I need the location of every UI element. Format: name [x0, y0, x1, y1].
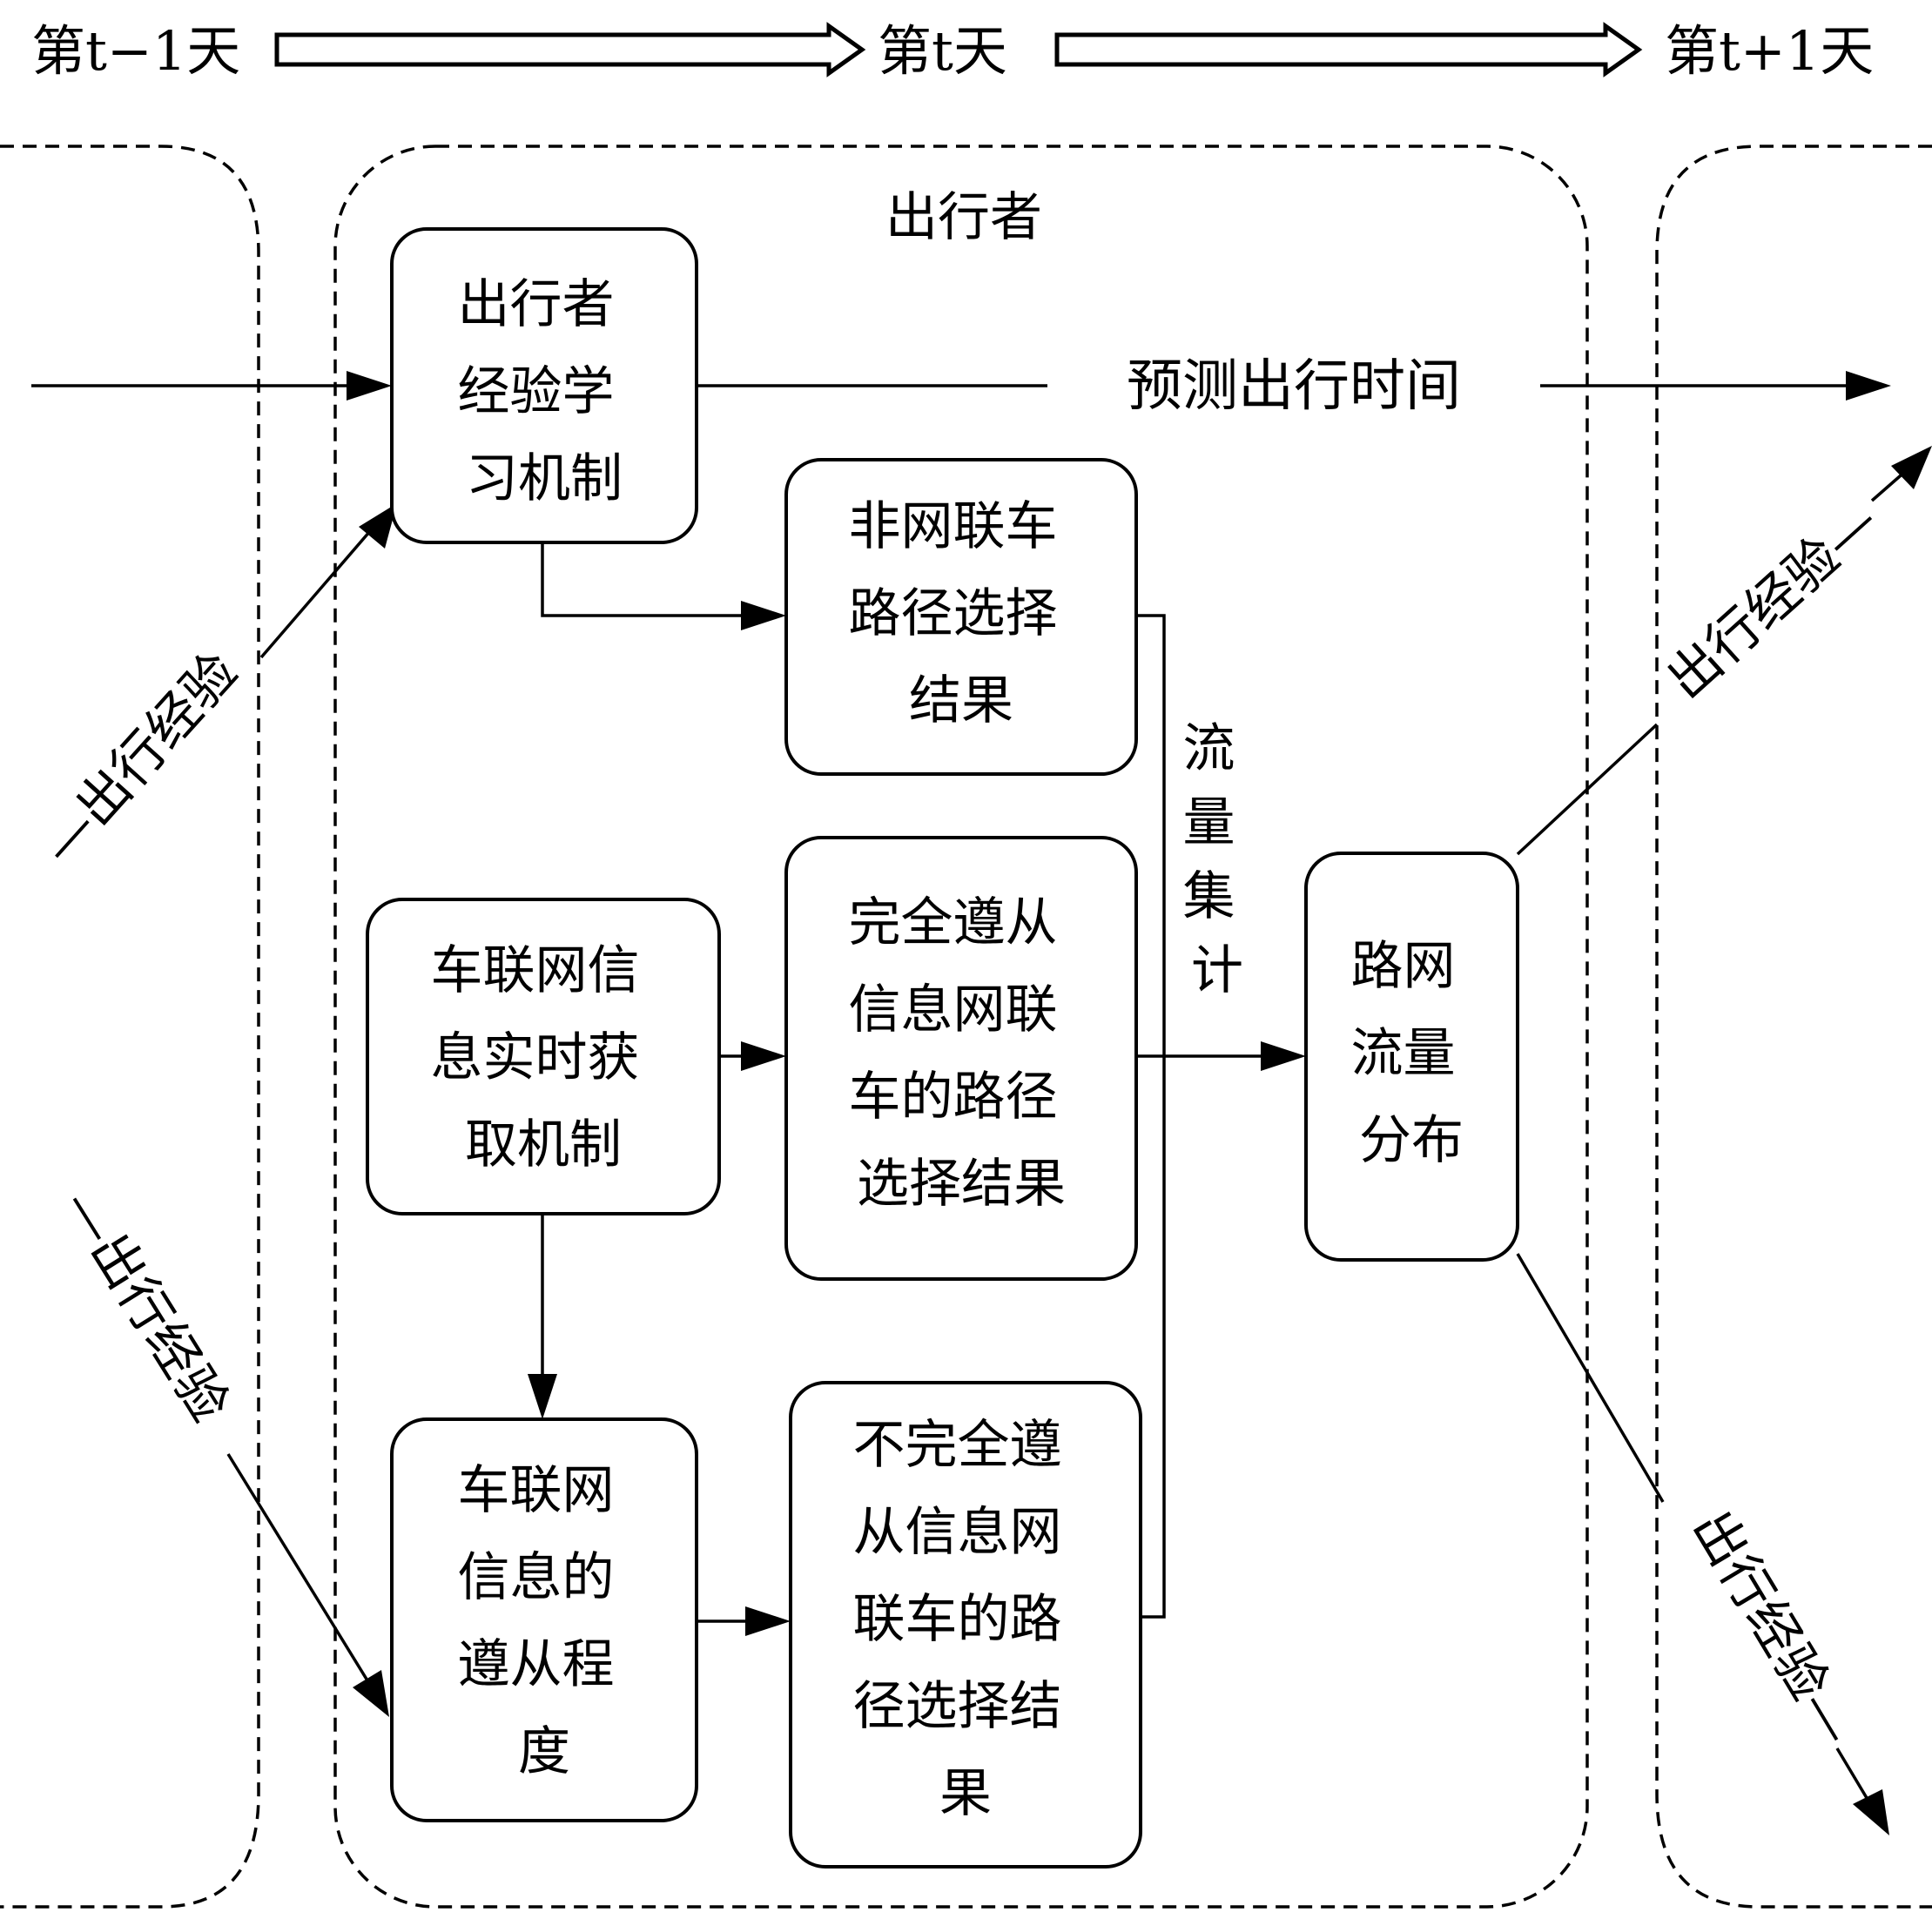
arrowhead [353, 1670, 389, 1717]
box-non-connected-route-choice: 非网联车 路径选择 结果 [784, 458, 1138, 776]
arrowhead [347, 371, 392, 401]
arrowhead [741, 601, 786, 630]
day-prev-label: 第t−1天 [31, 19, 240, 83]
svg-text:非网联车 路径选择 结果: 非网联车 路径选择 结果 [848, 496, 1074, 731]
flow-aggregation-label: 流 量 集 计 [1182, 718, 1251, 1001]
connector-experience-out-bottom [1516, 1253, 1665, 1503]
region-title: 出行者 [885, 187, 1042, 248]
arrowhead [741, 1041, 786, 1071]
box-partial-compliance-route-choice: 不完全遵 从信息网 联车的路 径选择结 果 [789, 1381, 1142, 1868]
arrowhead [1891, 446, 1932, 489]
box-text-line: 从信息网 [852, 1502, 1061, 1563]
connector-collector [1136, 614, 1166, 1619]
box-network-flow-distribution: 路网 流量 分布 [1304, 852, 1519, 1262]
box-text-line: 信息的 [457, 1547, 614, 1608]
box-text-line: 不完全遵 [852, 1415, 1061, 1476]
day-next-label: 第t+1天 [1665, 19, 1874, 83]
connector-learning-to-nonconnected [541, 542, 753, 617]
box-text-line: 车联网信 [430, 940, 639, 1001]
arrowhead [1261, 1041, 1306, 1071]
arrowhead [1853, 1789, 1889, 1835]
box-text-line: 取机制 [465, 1114, 622, 1175]
flow-aggregation-char: 计 [1191, 940, 1243, 1001]
box-text-line: 车联网 [457, 1460, 614, 1521]
box-full-compliance-route-choice: 完全遵从 信息网联 车的路径 选择结果 [784, 836, 1138, 1281]
day-curr-label: 第t天 [878, 19, 1007, 83]
timeline: 第t−1天 第t天 第t+1天 [31, 19, 1874, 83]
box-text-line: 分布 [1359, 1110, 1464, 1171]
predicted-travel-time-label: 预测出行时间 [1127, 354, 1461, 419]
region-next-day [1655, 145, 1932, 1909]
box-text-line: 径选择结 [852, 1676, 1061, 1737]
flow-aggregation-char: 集 [1182, 866, 1235, 927]
box-iov-realtime-acquisition: 车联网信 息实时获 取机制 [366, 898, 721, 1215]
box-text-line: 路径选择 [848, 583, 1057, 644]
connector-experience-out-top [1516, 723, 1659, 856]
box-text-line: 遵从程 [457, 1634, 614, 1695]
box-learning-mechanism: 出行者 经验学 习机制 [390, 227, 698, 544]
svg-text:车联网 信息的 遵从程: 车联网 信息的 遵从程 度 [457, 1460, 630, 1782]
svg-text:路网 流量 分布: 路网 流量 分布 [1350, 936, 1471, 1171]
connector-experience-in-bottom [226, 1453, 372, 1686]
region-prev-day [0, 145, 260, 1909]
box-text-line: 习机制 [466, 448, 623, 509]
timeline-arrow-1 [274, 22, 866, 77]
arrowhead [528, 1374, 557, 1419]
box-text-line: 息实时获 [430, 1027, 639, 1088]
box-text-line: 经验学 [457, 361, 614, 422]
box-text-line: 路网 [1350, 936, 1455, 997]
svg-text:车联网信 息实时获 取机制: 车联网信 息实时获 取机制 [430, 940, 656, 1175]
experience-out-top-label: 出行经验— [1656, 491, 1891, 711]
box-text-line: 选择结果 [857, 1154, 1066, 1215]
svg-text:流 量 集 计: 流 量 集 计 [1182, 718, 1251, 1001]
box-compliance-degree: 车联网 信息的 遵从程 度 [390, 1417, 698, 1822]
experience-in-bottom-label: —出行经验 [50, 1179, 240, 1433]
svg-text:不完全遵 从信息网 联车的路: 不完全遵 从信息网 联车的路 径选择结 果 [852, 1415, 1078, 1824]
svg-text:出行者 经验学 习机制: 出行者 经验学 习机制 [457, 274, 630, 509]
box-text-line: 结果 [909, 670, 1013, 731]
connectors [31, 371, 1932, 1835]
flow-aggregation-char: 流 [1182, 718, 1235, 779]
flow-aggregation-char: 量 [1182, 792, 1235, 853]
box-text-line: 完全遵从 [848, 892, 1057, 953]
box-text-line: 果 [939, 1763, 992, 1824]
timeline-arrow-2 [1054, 22, 1643, 77]
box-text-line: 联车的路 [852, 1589, 1061, 1650]
box-text-line: 出行者 [457, 274, 614, 335]
arrowhead [359, 503, 397, 549]
connector-experience-out-bottom-tail [1835, 1747, 1874, 1808]
box-text-line: 度 [518, 1721, 570, 1782]
box-text-line: 车的路径 [848, 1067, 1057, 1128]
arrowhead [745, 1606, 791, 1636]
box-text-line: 流量 [1350, 1023, 1455, 1084]
region-current-day [333, 145, 1589, 1909]
box-text-line: 信息网联 [848, 980, 1057, 1040]
arrowhead [1846, 371, 1891, 401]
svg-text:完全遵从 信息网联 车的路径: 完全遵从 信息网联 车的路径 选择结果 [848, 892, 1074, 1215]
box-text-line: 非网联车 [848, 496, 1057, 557]
connector-experience-in-top [259, 529, 372, 659]
experience-out-bottom-label: 出行经验— [1680, 1500, 1868, 1755]
experience-in-top-label: —出行经验 [30, 642, 250, 877]
